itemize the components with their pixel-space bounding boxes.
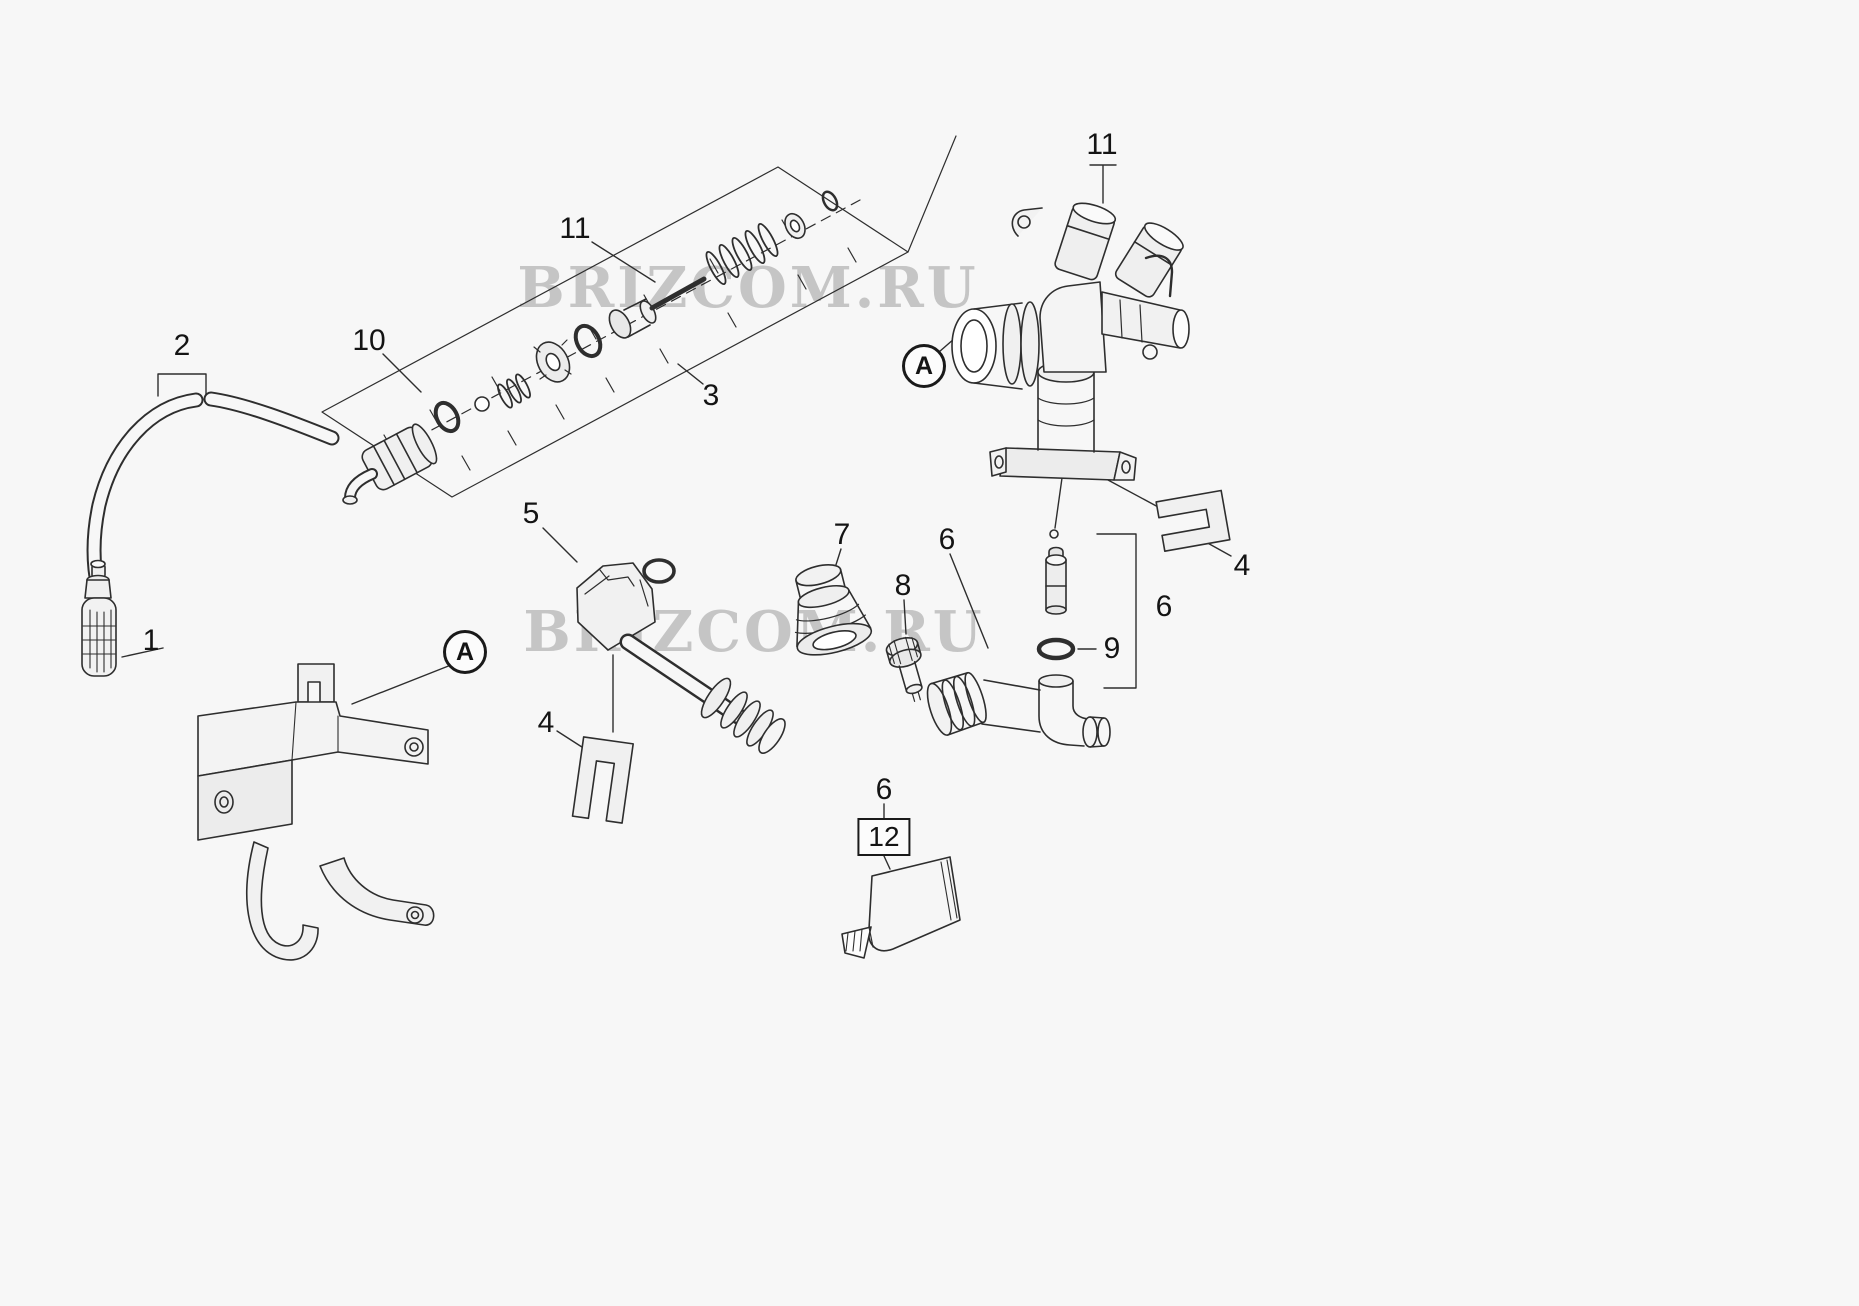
part-arm — [319, 857, 435, 926]
part-grease-tube — [841, 856, 961, 959]
part-washer-disc — [533, 339, 572, 383]
part-label-12-boxed: 12 — [857, 818, 911, 856]
part-elbow-outlet — [1038, 674, 1111, 748]
part-label-2: 2 — [173, 329, 191, 362]
part-label-6-bottom: 6 — [875, 773, 893, 806]
part-clip-right — [1155, 489, 1231, 552]
view-a-callout-2: A — [443, 630, 487, 674]
part-o-ring-9 — [1036, 637, 1076, 661]
part-label-9: 9 — [1103, 632, 1121, 665]
part-label-11-left: 11 — [559, 212, 591, 245]
part-label-7: 7 — [833, 518, 851, 551]
part-label-3: 3 — [702, 379, 720, 412]
part-nipple — [1045, 529, 1067, 615]
part-spring-large — [705, 223, 779, 285]
part-label-6-mid: 6 — [938, 523, 956, 556]
part-clamp — [246, 841, 319, 961]
part-label-5: 5 — [522, 497, 540, 530]
part-hose-connector — [794, 564, 873, 656]
part-metering-valve — [885, 636, 923, 702]
part-label-8: 8 — [894, 569, 912, 602]
part-filter — [81, 559, 117, 677]
part-hose — [86, 391, 340, 596]
part-valve-fitting — [342, 423, 438, 505]
part-holder-bracket — [197, 663, 429, 841]
part-label-4-right: 4 — [1233, 549, 1251, 582]
part-ball-icon — [474, 396, 490, 412]
view-a-callout-1: A — [902, 344, 946, 388]
part-valve-body-assembly — [951, 202, 1190, 481]
part-label-11-right: 11 — [1086, 128, 1118, 161]
part-o-ring-mid — [573, 323, 603, 359]
part-o-ring-small-icon — [433, 400, 461, 434]
part-label-1: 1 — [142, 624, 160, 657]
part-coupling — [926, 671, 1041, 736]
part-piston — [608, 276, 707, 339]
part-ring-tiny — [821, 190, 839, 212]
part-label-6-right: 6 — [1155, 590, 1173, 623]
part-label-10: 10 — [352, 324, 386, 357]
part-washer-small — [784, 212, 806, 240]
part-lance — [576, 558, 786, 754]
part-spring-small — [497, 373, 531, 409]
part-label-4-left: 4 — [537, 706, 555, 739]
part-clip-left — [571, 736, 634, 824]
